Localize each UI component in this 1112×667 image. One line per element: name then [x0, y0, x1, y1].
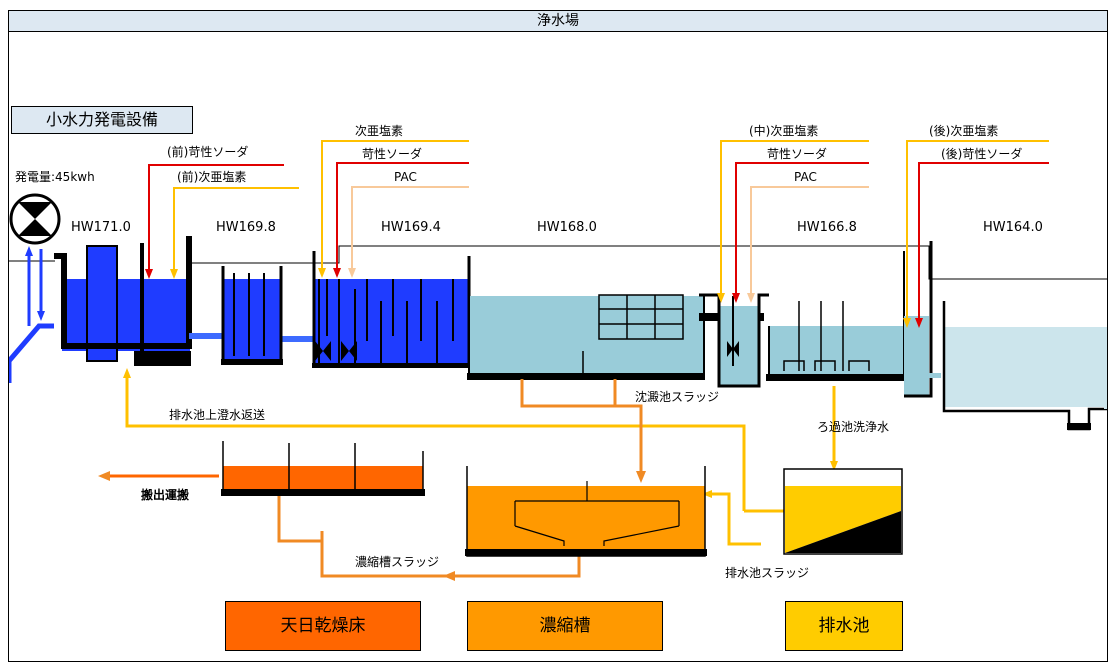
pipe-1	[189, 333, 223, 339]
intermediate-chamber	[699, 293, 769, 388]
water-level-label: HW169.8	[216, 220, 276, 235]
title-bar: 浄水場	[9, 11, 1107, 32]
valve-icon	[341, 341, 357, 361]
facility-label: 小水力発電設備	[11, 106, 193, 134]
mixing-basin	[221, 266, 283, 365]
flow-label: 排水池上澄水返送	[169, 407, 265, 422]
water-level-label: HW168.0	[537, 220, 597, 235]
water-level-label: HW166.8	[797, 220, 857, 235]
valve-icon	[315, 341, 331, 361]
diagram-title: 浄水場	[537, 13, 579, 29]
clear-water-reservoir	[942, 301, 1107, 431]
chemical-label: (前)苛性ソーダ	[167, 144, 248, 159]
inflow-pipe	[9, 246, 54, 383]
valve-icon	[727, 341, 739, 357]
turbine-icon	[9, 193, 61, 245]
flow-label: 濃縮槽スラッジ	[355, 554, 439, 569]
legend-thickener: 濃縮槽	[467, 601, 663, 651]
chemical-lines	[145, 140, 1049, 328]
sludge-flows	[98, 368, 838, 581]
chemical-label: (後)苛性ソーダ	[941, 146, 1022, 161]
flow-label: 搬出運搬	[141, 487, 189, 502]
chemical-labels: (前)苛性ソーダ (前)次亜塩素 次亜塩素 苛性ソーダ PAC (中)次亜塩素 …	[167, 123, 1022, 184]
water-level-label: HW164.0	[983, 220, 1043, 235]
power-output-label: 発電量:45kwh	[15, 170, 95, 184]
receiving-well	[54, 236, 192, 366]
legend-drain-pond: 排水池	[785, 601, 903, 651]
chemical-label: 苛性ソーダ	[767, 146, 827, 161]
flow-label: 沈澱池スラッジ	[635, 389, 719, 404]
chemical-label: 次亜塩素	[355, 123, 403, 138]
flow-label: ろ過池洗浄水	[817, 420, 889, 434]
chemical-label: 苛性ソーダ	[362, 146, 422, 161]
chemical-label: (中)次亜塩素	[749, 123, 818, 138]
pipe-2	[279, 336, 314, 342]
sedimentation-basin	[467, 294, 705, 380]
chemical-label: (前)次亜塩素	[177, 169, 246, 184]
chemical-label: (後)次亜塩素	[929, 123, 998, 138]
thickener-tank	[465, 466, 707, 557]
chemical-label: PAC	[394, 170, 417, 184]
diagram-frame: 浄水場 発電量:45kwh	[8, 10, 1108, 662]
flow-label: 排水池スラッジ	[725, 566, 809, 580]
water-level-label: HW169.4	[381, 220, 441, 235]
flow-labels: 排水池上澄水返送 沈澱池スラッジ ろ過池洗浄水 搬出運搬 濃縮槽スラッジ 排水池…	[141, 389, 889, 580]
drying-bed	[221, 441, 425, 496]
filter-basin	[766, 241, 941, 398]
chemical-label: PAC	[794, 170, 817, 184]
process-flow-diagram: 発電量:45kwh	[9, 123, 1107, 581]
legend-drying-bed: 天日乾燥床	[225, 601, 421, 651]
drain-pond	[783, 468, 903, 555]
water-level-labels: HW171.0 HW169.8 HW169.4 HW168.0 HW166.8 …	[71, 220, 1043, 235]
flocculation-basin	[312, 251, 471, 368]
water-level-label: HW171.0	[71, 220, 131, 235]
